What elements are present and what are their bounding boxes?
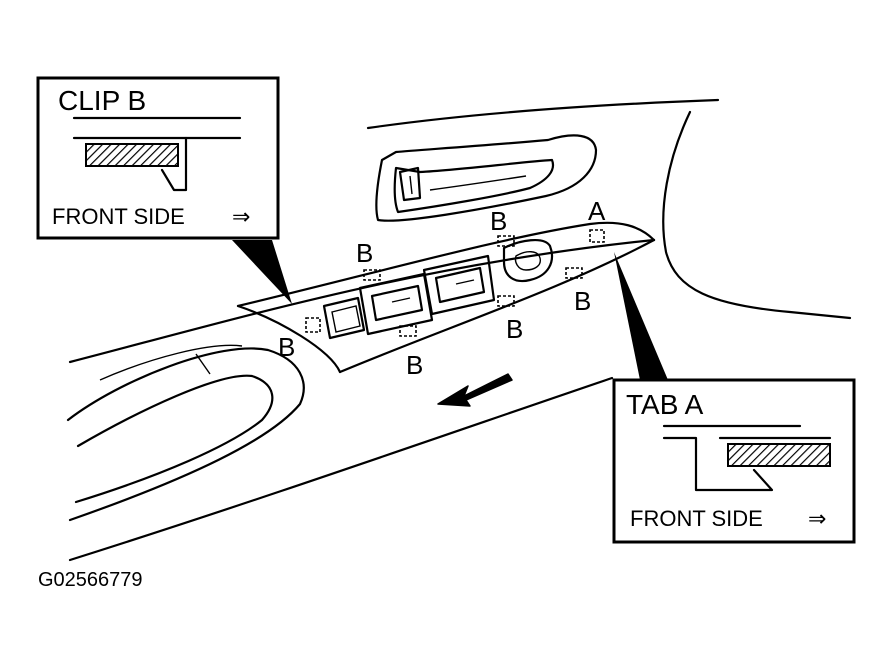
clip-b-front-arrow-icon: ⇒ [232, 204, 250, 229]
armrest-pocket [66, 344, 305, 522]
clip-marker-rect [399, 325, 417, 337]
figure-id: G02566779 [38, 569, 143, 591]
clip-b-title: CLIP B [58, 85, 146, 116]
label-b-mid-right: B [506, 314, 523, 344]
clip-marker-rect [497, 235, 515, 247]
door-handle [375, 134, 598, 222]
label-b-bottom: B [406, 350, 423, 380]
label-b-top-left: B [356, 238, 373, 268]
clip-b-front-side-note: FRONT SIDE [52, 204, 185, 229]
tab-a-title: TAB A [626, 389, 704, 420]
direction-arrow [437, 373, 513, 407]
label-b-top-mid: B [490, 206, 507, 236]
tab-a-front-side-note: FRONT SIDE [630, 506, 763, 531]
clip-marker-rect [565, 267, 583, 279]
door-panel-outline [68, 98, 852, 562]
callout-pointers [232, 240, 668, 380]
label-b-right: B [574, 286, 591, 316]
clip-marker-rect [363, 269, 381, 281]
marker-letters: B B A B B B B [278, 196, 606, 380]
label-a: A [588, 196, 606, 226]
tab-a-front-arrow-icon: ⇒ [808, 506, 826, 531]
clip-b-detail-box: CLIP B FRONT SIDE ⇒ [36, 76, 280, 240]
clip-marker-rect [497, 295, 515, 307]
label-b-left: B [278, 332, 295, 362]
clip-marker-rect [589, 229, 605, 243]
clip-marker-rect [305, 317, 321, 333]
tab-a-detail-box: TAB A FRONT SIDE ⇒ [612, 378, 856, 544]
clip-locations [305, 229, 605, 337]
window-switch-panel [322, 239, 554, 340]
